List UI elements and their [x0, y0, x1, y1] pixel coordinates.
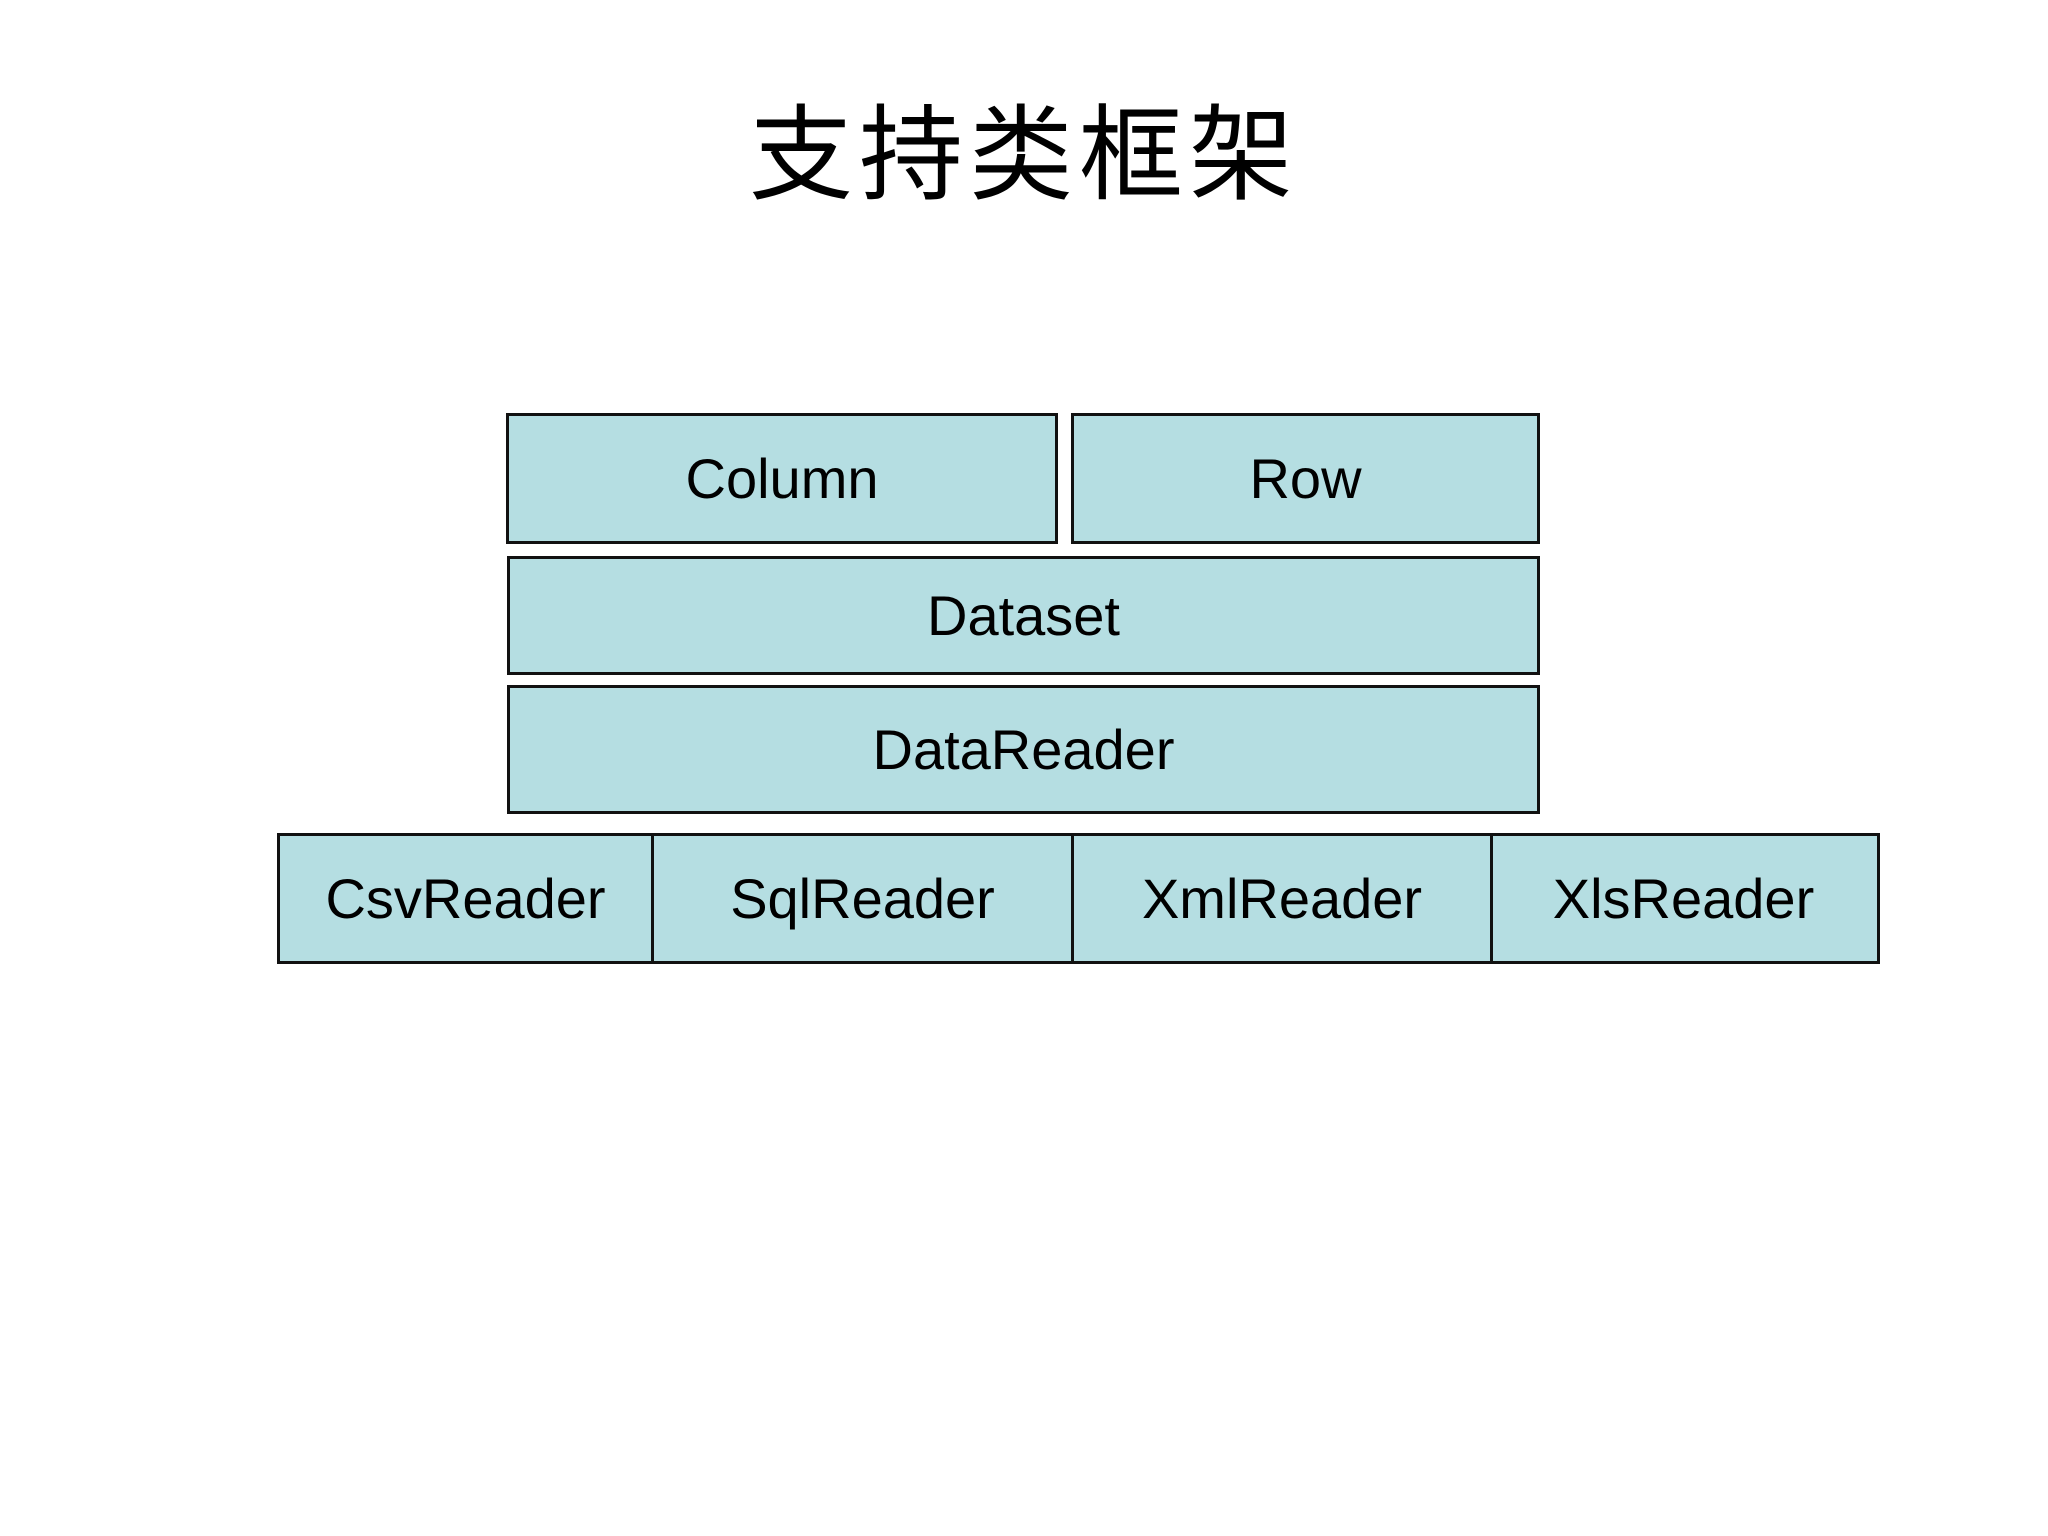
diagram-box-label: CsvReader: [325, 866, 606, 930]
diagram-box-row[interactable]: Row: [1071, 413, 1540, 544]
diagram-box-label: Column: [685, 446, 879, 510]
diagram-box-dataset[interactable]: Dataset: [507, 556, 1540, 675]
diagram-box-label: XlsReader: [1552, 866, 1815, 930]
diagram-box-xmlreader[interactable]: XmlReader: [1074, 836, 1493, 961]
diagram-box-label: XmlReader: [1141, 866, 1423, 930]
diagram-box-label: Dataset: [927, 583, 1120, 647]
diagram-box-column[interactable]: Column: [506, 413, 1058, 544]
diagram-box-label: SqlReader: [730, 866, 995, 930]
diagram-box-datareader[interactable]: DataReader: [507, 685, 1540, 814]
diagram-box-label: Row: [1249, 446, 1362, 510]
diagram-box-csvreader[interactable]: CsvReader: [280, 836, 654, 961]
diagram-box-xlsreader[interactable]: XlsReader: [1493, 836, 1874, 961]
diagram-box-label: DataReader: [872, 717, 1175, 781]
diagram-row-reader-implementations: CsvReader SqlReader XmlReader XlsReader: [277, 833, 1880, 964]
diagram-box-sqlreader[interactable]: SqlReader: [654, 836, 1074, 961]
page-title: 支持类框架: [748, 94, 1299, 216]
